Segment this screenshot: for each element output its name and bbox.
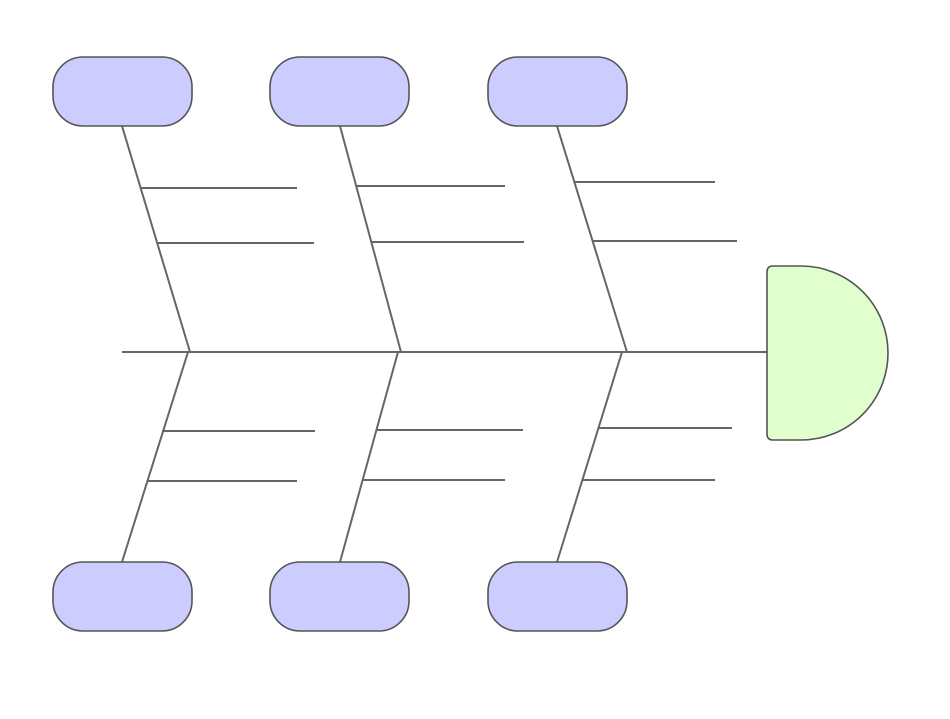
category-box-top-2[interactable]	[269, 56, 410, 127]
top-bone-1	[121, 125, 191, 353]
category-box-top-3[interactable]	[487, 56, 628, 127]
bottom-bone-3	[556, 351, 623, 563]
top-bone-3	[556, 125, 628, 353]
top-bone-2	[339, 125, 402, 353]
category-box-bottom-2[interactable]	[269, 561, 410, 632]
category-box-top-1[interactable]	[52, 56, 193, 127]
effect-head[interactable]	[766, 265, 889, 441]
category-box-bottom-1[interactable]	[52, 561, 193, 632]
bottom-bone-2	[339, 351, 399, 563]
category-box-bottom-3[interactable]	[487, 561, 628, 632]
bottom-bone-1	[121, 351, 189, 563]
